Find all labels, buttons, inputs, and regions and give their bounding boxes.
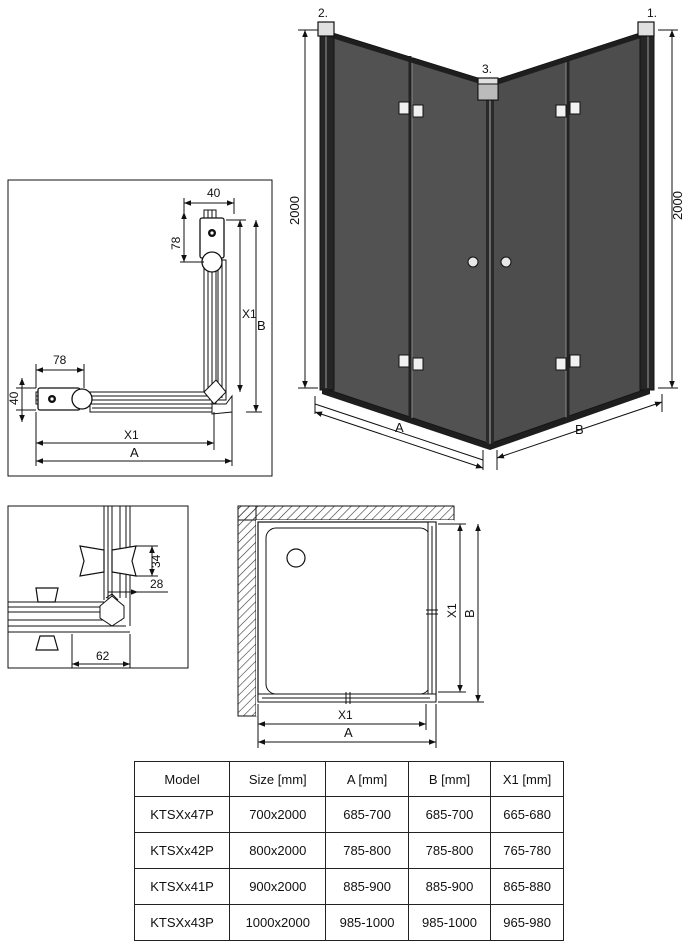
dim-62: 62 [96,649,110,663]
cell-model: KTSXx41P [133,868,231,905]
dim-X1-vertical: X1 [242,307,257,321]
cell-a: 985-1000 [325,904,409,941]
dim-X1-plan-vertical: X1 [445,603,459,618]
dim-40-top: 40 [207,186,221,200]
cell-a: 885-900 [325,868,409,905]
enclosure-3d-view: 2. 1. 3. 2000 2000 A B [287,6,685,470]
col-x1: X1 [mm] [490,761,564,797]
dim-X1-horizontal: X1 [124,428,139,442]
cell-b: 885-900 [407,868,492,905]
dim-78-horizontal: 78 [53,353,67,367]
dim-B-plan-vertical: B [462,609,477,618]
dim-A-plan-horizontal: A [344,725,353,740]
table-row: KTSXx47P 700x2000 685-700 685-700 665-68… [133,796,564,833]
size-table: Model Size [mm] A [mm] B [mm] X1 [mm] KT… [133,761,564,941]
col-a: A [mm] [325,761,409,797]
col-b: B [mm] [407,761,492,797]
cell-model: KTSXx42P [133,832,231,869]
table-row: KTSXx41P 900x2000 885-900 885-900 865-88… [133,868,564,905]
dim-A-horizontal: A [130,445,139,460]
cell-x1: 765-780 [490,832,564,869]
corner-plan-detail: 40 78 X1 B 78 40 X1 A [7,179,273,477]
dim-X1-plan-horizontal: X1 [338,708,353,722]
cell-size: 900x2000 [229,868,327,905]
cell-x1: 865-880 [490,868,564,905]
tray-plan-view: X1 B X1 A [237,505,484,748]
col-model: Model [133,761,231,797]
cell-size: 1000x2000 [229,904,327,941]
table-row: KTSXx43P 1000x2000 985-1000 985-1000 965… [133,904,564,941]
callout-3: 3. [482,62,492,76]
cell-size: 800x2000 [229,832,327,869]
cell-model: KTSXx43P [133,904,231,941]
handle-detail: 34 28 62 [7,505,189,669]
cell-a: 685-700 [325,796,409,833]
dim-78-vertical: 78 [169,236,183,250]
cell-model: KTSXx47P [133,796,231,833]
table-row: KTSXx42P 800x2000 785-800 785-800 765-78… [133,832,564,869]
cell-x1: 965-980 [490,904,564,941]
callout-2: 2. [318,6,328,20]
cell-size: 700x2000 [229,796,327,833]
dim-B-3d: B [575,422,584,437]
cell-x1: 665-680 [490,796,564,833]
callout-1: 1. [647,6,657,20]
cell-b: 685-700 [407,796,492,833]
cell-a: 785-800 [325,832,409,869]
cell-b: 985-1000 [407,904,492,941]
dim-A-3d: A [395,420,404,435]
dim-34: 34 [149,554,163,568]
dim-B-vertical: B [257,318,266,333]
height-dim-left: 2000 [287,196,302,225]
dim-28: 28 [150,577,164,591]
dim-40-left: 40 [7,391,21,405]
col-size: Size [mm] [229,761,327,797]
cell-b: 785-800 [407,832,492,869]
height-dim-right: 2000 [670,191,685,220]
table-header-row: Model Size [mm] A [mm] B [mm] X1 [mm] [133,761,564,797]
